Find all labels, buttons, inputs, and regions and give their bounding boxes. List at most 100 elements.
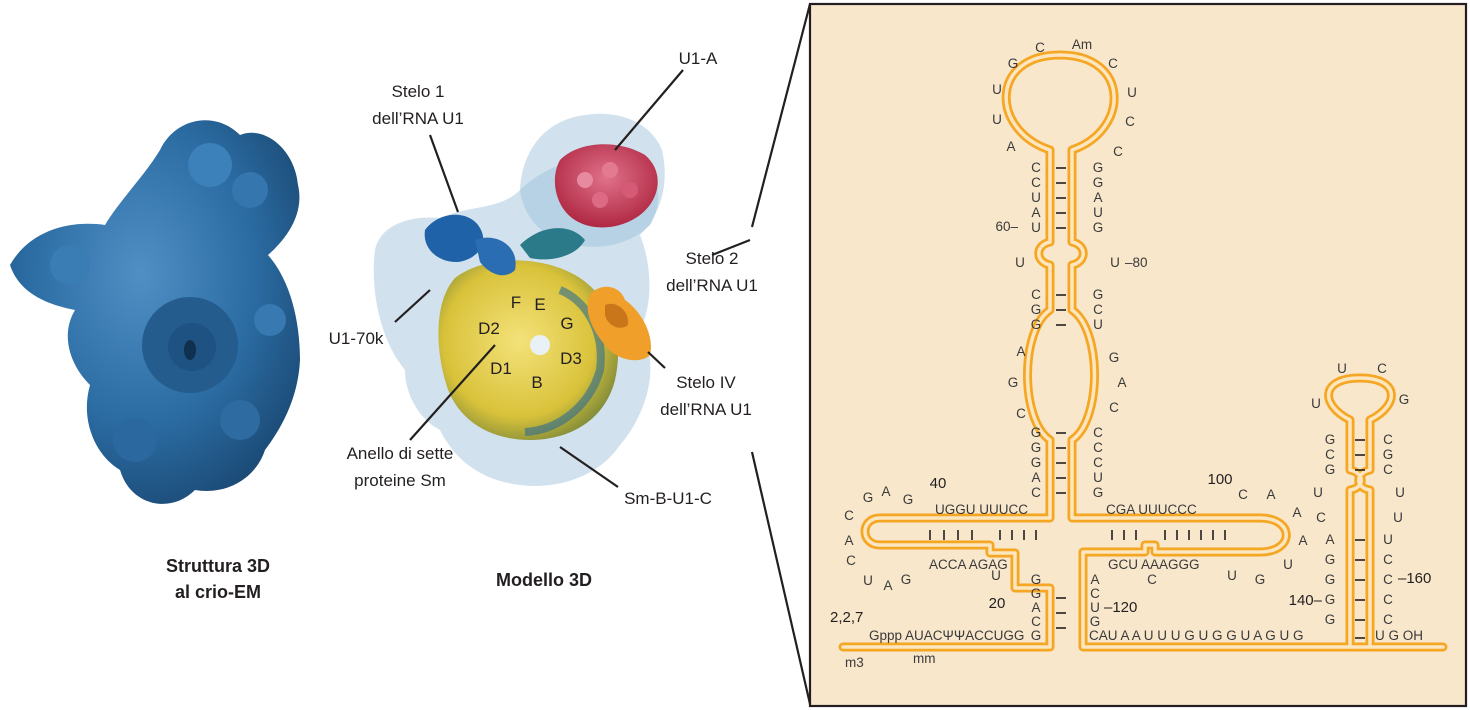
num-80: –80 bbox=[1125, 255, 1148, 270]
nt-s1-low-right-3: U bbox=[1093, 470, 1103, 485]
nt-s1-upper-left-0: C bbox=[1031, 160, 1041, 175]
nt-internal-left-1: G bbox=[1008, 375, 1019, 390]
nt-internal-right-1: A bbox=[1117, 375, 1126, 390]
label-u1-70k: U1-70k bbox=[329, 329, 384, 348]
base-pair-marks bbox=[1056, 167, 1365, 639]
nt-s1-upper-right-0: G bbox=[1093, 160, 1104, 175]
nt-s4-left-8: G bbox=[1325, 592, 1336, 607]
nt-s1-upper-right-3: U bbox=[1093, 205, 1103, 220]
nt-s4-left-0: G bbox=[1325, 432, 1336, 447]
nt-s1-upper-right-2: A bbox=[1093, 190, 1102, 205]
label-ring-line1: Anello di sette bbox=[347, 444, 454, 463]
model-3d bbox=[373, 113, 665, 486]
nt-s1-mid-right-2: U bbox=[1093, 317, 1103, 332]
rna-panel bbox=[808, 2, 1468, 708]
nt-right-loop-4: U bbox=[1283, 557, 1293, 572]
left-arm-bottom: ACCA AGAG bbox=[929, 557, 1008, 572]
leader-lines bbox=[394, 69, 751, 488]
sm-protein-d1: D1 bbox=[490, 359, 512, 378]
sm-protein-f: F bbox=[511, 293, 521, 312]
nt-s1-mid-left-2: G bbox=[1031, 317, 1042, 332]
nt-s1-low-right-2: C bbox=[1093, 455, 1103, 470]
nt-s4-right-6: C bbox=[1383, 552, 1393, 567]
nt-s1-mid-left-0: C bbox=[1031, 287, 1041, 302]
cryo-caption-line2: al crio-EM bbox=[175, 582, 261, 602]
nt-loop1-6: C bbox=[1108, 56, 1118, 71]
nt-s1-low-left-0: G bbox=[1031, 425, 1042, 440]
nt-right-loop-2: A bbox=[1292, 505, 1301, 520]
left-arm-top: UGGU UUUCC bbox=[935, 502, 1028, 517]
cryo-caption-line1: Struttura 3D bbox=[166, 556, 270, 576]
nt-bulge-right: U bbox=[1110, 255, 1120, 270]
nt-loop1-8: C bbox=[1125, 114, 1135, 129]
num-100: 100 bbox=[1207, 471, 1232, 488]
nt-right-loop-0: C bbox=[1238, 487, 1248, 502]
mm-label: mm bbox=[913, 651, 936, 666]
nt-left-vert-2: A bbox=[1031, 600, 1040, 615]
nt-internal-left-2: C bbox=[1016, 406, 1026, 421]
arm-pair-marks bbox=[929, 530, 1226, 540]
label-stem1-line1: Stelo 1 bbox=[392, 82, 445, 101]
nt-left-vert-1: G bbox=[1031, 586, 1042, 601]
num-120: –120 bbox=[1104, 599, 1137, 616]
nt-junction-1: C bbox=[1090, 586, 1100, 601]
nt-loop1-5: Am bbox=[1072, 37, 1092, 52]
sm-protein-g: G bbox=[560, 314, 573, 333]
num-160: –160 bbox=[1398, 570, 1431, 587]
nt-right-loop-6: U bbox=[1227, 568, 1237, 583]
nt-s1-upper-left-3: A bbox=[1031, 205, 1040, 220]
nt-internal-right-2: C bbox=[1109, 400, 1119, 415]
nt-left-vert-3: C bbox=[1031, 614, 1041, 629]
nt-loop1-9: C bbox=[1113, 144, 1123, 159]
nt-left-loop-side-5: G bbox=[901, 572, 912, 587]
nt-left-loop-top-1: A bbox=[881, 484, 890, 499]
nt-left-loop-side-3: U bbox=[863, 573, 873, 588]
nt-right-loop-3: A bbox=[1298, 533, 1307, 548]
nt-left-loop-top-2: G bbox=[903, 492, 914, 507]
nt-s4-right-7: C bbox=[1383, 572, 1393, 587]
nt-junction-0: A bbox=[1090, 572, 1099, 587]
nt-s4-left-2: G bbox=[1325, 462, 1336, 477]
nt-s1-upper-right-1: G bbox=[1093, 175, 1104, 190]
strand-3prime: CAU A A U U U G U G G U A G U G bbox=[1089, 628, 1304, 643]
right-bulge: C bbox=[1147, 572, 1157, 587]
nt-s4-right-9: C bbox=[1383, 612, 1393, 627]
nt-loop1-2: U bbox=[992, 82, 1002, 97]
nt-s4-left-7: G bbox=[1325, 572, 1336, 587]
nt-loop1-0: A bbox=[1006, 139, 1015, 154]
sm-protein-d2: D2 bbox=[478, 319, 500, 338]
num-40: 40 bbox=[930, 475, 947, 492]
label-stem4-line2: dell’RNA U1 bbox=[660, 400, 752, 419]
nt-s4-right-3: U bbox=[1395, 485, 1405, 500]
nt-s1-low-left-2: G bbox=[1031, 455, 1042, 470]
nt-loop1-1: U bbox=[992, 112, 1002, 127]
num-140: 140– bbox=[1289, 592, 1323, 609]
label-stem1-line2: dell’RNA U1 bbox=[372, 109, 464, 128]
nt-right-loop-5: G bbox=[1255, 572, 1266, 587]
nt-s1-low-left-1: G bbox=[1031, 440, 1042, 455]
label-sm-b-u1-c: Sm-B-U1-C bbox=[624, 489, 712, 508]
nt-loop1-3: G bbox=[1008, 56, 1019, 71]
nt-s1-upper-left-4: U bbox=[1031, 220, 1041, 235]
label-u1a: U1-A bbox=[679, 49, 718, 68]
nt-s1-upper-right-4: G bbox=[1093, 220, 1104, 235]
nt-s4-right-8: C bbox=[1383, 592, 1393, 607]
right-arm-bottom: GCU AAAGGG bbox=[1108, 557, 1200, 572]
cryo-em-structure bbox=[10, 120, 300, 504]
nt-loop1-4: C bbox=[1035, 40, 1045, 55]
nt-s4-loop-2: C bbox=[1377, 361, 1387, 376]
cap-label: 2,2,7 bbox=[830, 609, 863, 626]
m3-label: m3 bbox=[845, 655, 864, 670]
nt-s1-mid-right-1: C bbox=[1093, 302, 1103, 317]
nt-junction-3: G bbox=[1090, 614, 1101, 629]
rna-backbone bbox=[838, 50, 1448, 652]
zoom-line-bottom bbox=[750, 451, 812, 705]
nt-s1-low-right-4: G bbox=[1093, 485, 1104, 500]
nt-left-vert-0: G bbox=[1031, 572, 1042, 587]
nt-right-loop-1: A bbox=[1266, 487, 1275, 502]
nt-s1-low-left-4: C bbox=[1031, 485, 1041, 500]
num-60: 60– bbox=[995, 219, 1018, 234]
label-stem4-line1: Stelo IV bbox=[676, 373, 736, 392]
left-bulge: U bbox=[991, 568, 1001, 583]
